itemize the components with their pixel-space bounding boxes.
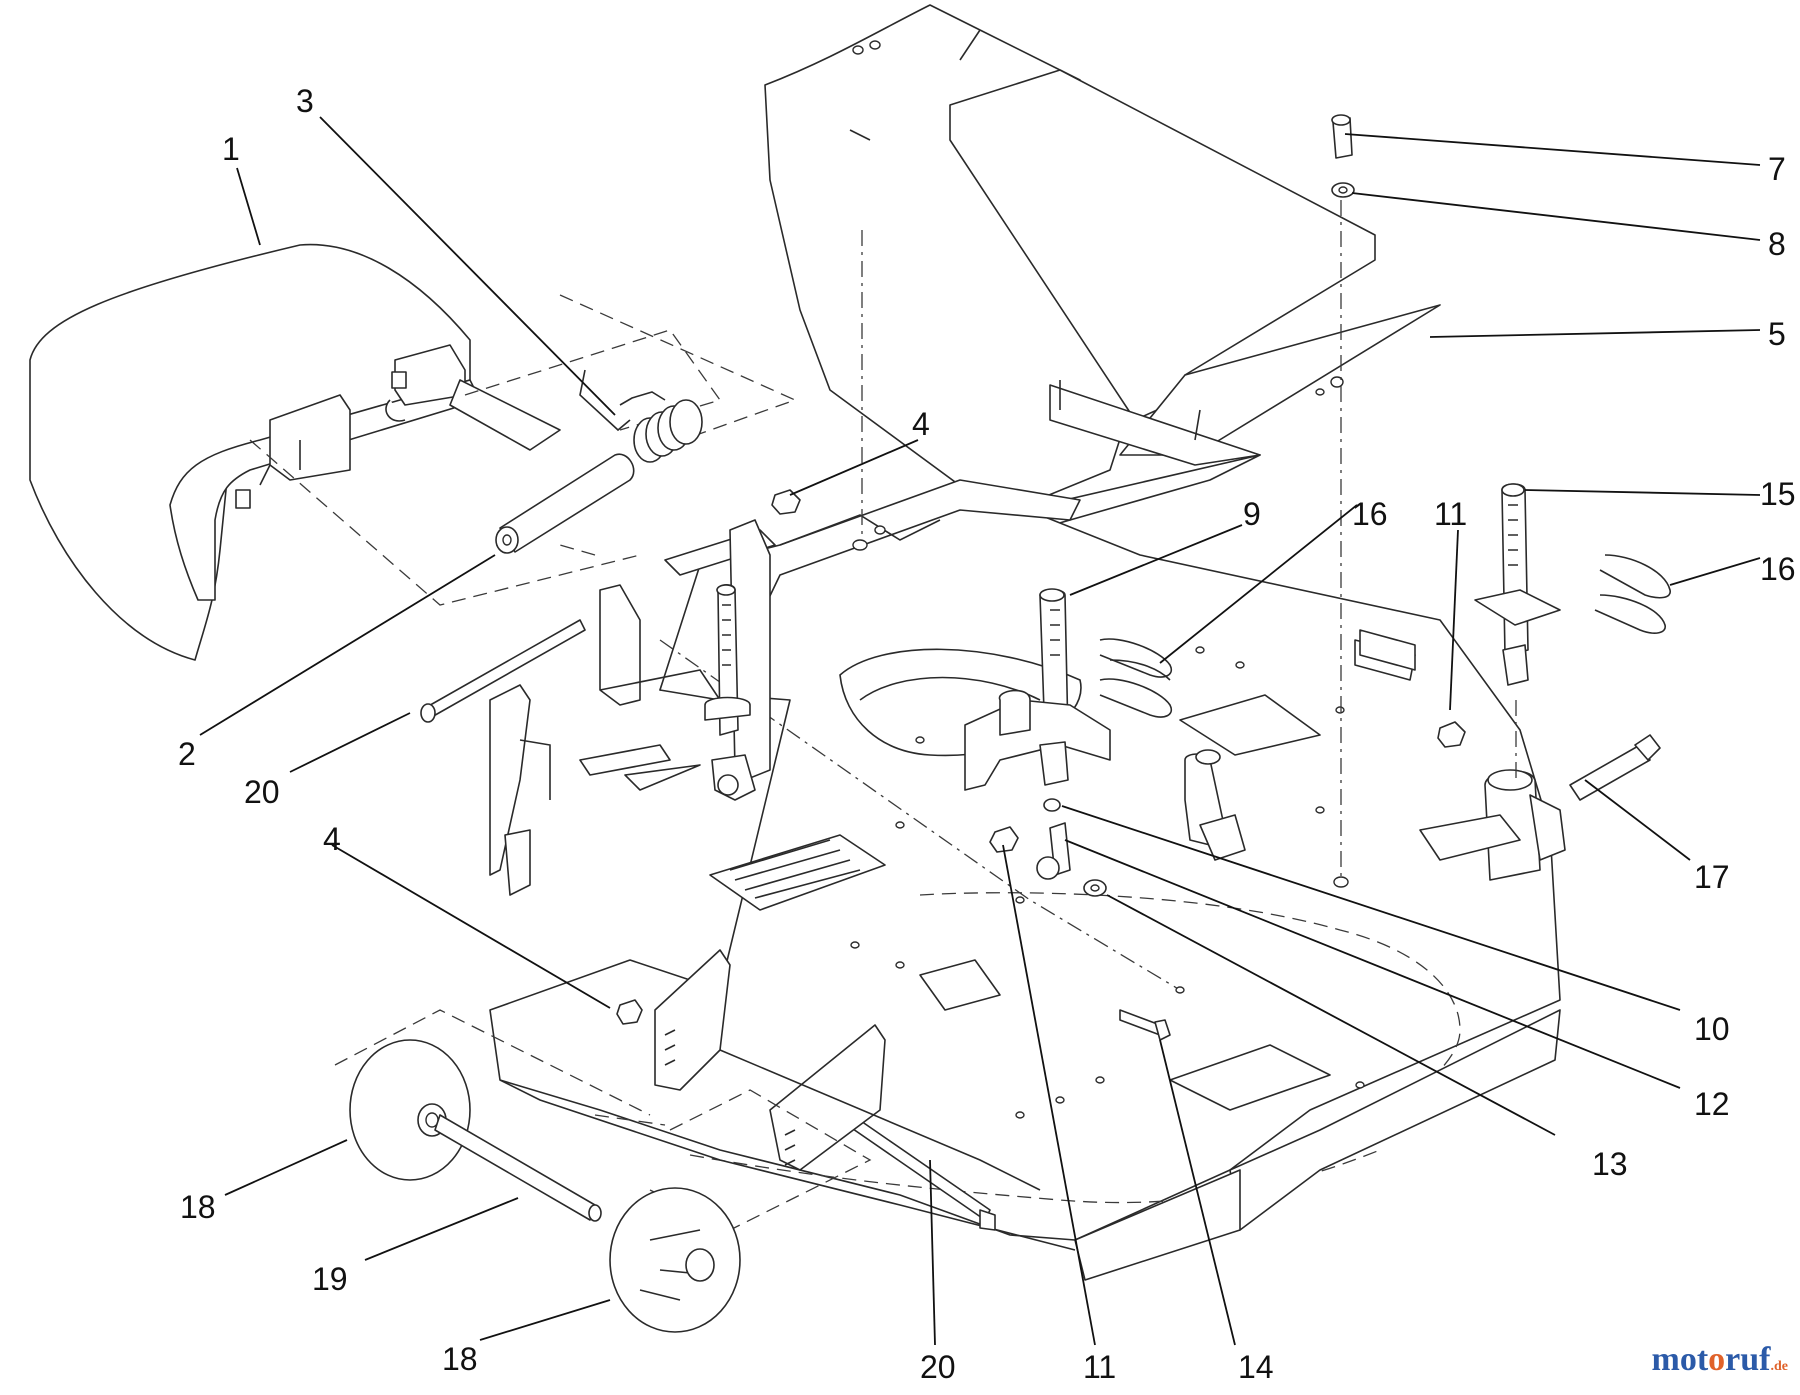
height-post-right xyxy=(1474,483,1561,686)
axle-end xyxy=(588,1204,602,1222)
callout-11: 11 xyxy=(1083,1349,1116,1385)
callout-2: 2 xyxy=(178,736,196,772)
callout-3: 3 xyxy=(296,83,314,119)
mount-hole-right xyxy=(1333,876,1349,888)
deck-holes xyxy=(850,525,1365,1119)
callout-16: 16 xyxy=(1760,551,1796,587)
spacer-tube xyxy=(495,453,635,554)
callout-10: 10 xyxy=(1694,1011,1730,1047)
bolt-14 xyxy=(1119,1009,1171,1041)
right-u-bracket xyxy=(1184,749,1246,861)
callout-20: 20 xyxy=(244,774,280,810)
callout-9: 9 xyxy=(1243,496,1261,532)
callout-1: 1 xyxy=(222,131,240,167)
callout-4: 4 xyxy=(323,821,341,857)
callout-7: 7 xyxy=(1768,151,1786,187)
callout-labels: 1 3 2 20 4 4 7 8 5 9 16 11 15 16 17 10 1… xyxy=(178,83,1796,1385)
callout-19: 19 xyxy=(312,1261,348,1297)
hair-pin-clips xyxy=(1099,554,1671,718)
bolt-17 xyxy=(1569,734,1661,801)
callout-18: 18 xyxy=(442,1341,478,1377)
callout-5: 5 xyxy=(1768,316,1786,352)
callout-11: 11 xyxy=(1434,496,1467,532)
caster-wheel-right xyxy=(609,1187,741,1333)
small-tag xyxy=(1359,629,1416,671)
height-post-left xyxy=(704,583,756,801)
leader-lines xyxy=(199,116,1761,1346)
hex-nuts xyxy=(616,489,1466,1025)
top-shield xyxy=(764,4,1441,541)
callout-12: 12 xyxy=(1694,1086,1730,1122)
wheel-axle xyxy=(434,1114,596,1221)
callout-13: 13 xyxy=(1592,1146,1628,1182)
callout-8: 8 xyxy=(1768,226,1786,262)
discharge-deflector xyxy=(29,243,561,661)
callout-16: 16 xyxy=(1352,496,1388,532)
callout-18: 18 xyxy=(180,1189,216,1225)
axle-bolts xyxy=(420,619,996,1231)
callout-14: 14 xyxy=(1238,1349,1274,1385)
torsion-spring xyxy=(579,369,703,463)
callout-17: 17 xyxy=(1694,859,1730,895)
callout-4: 4 xyxy=(912,406,930,442)
watermark-logo: motoruf.de xyxy=(1651,1341,1788,1378)
callout-20: 20 xyxy=(920,1349,956,1385)
mower-deck xyxy=(489,479,1561,1281)
height-post-center xyxy=(964,588,1111,791)
bolt-and-washer xyxy=(1331,114,1355,198)
deck-decals xyxy=(579,529,1416,1111)
clevis-and-washers xyxy=(1036,798,1107,897)
callout-15: 15 xyxy=(1760,476,1796,512)
wheel-dash-box-left xyxy=(334,1009,651,1116)
caster-wheel-left xyxy=(349,1039,471,1181)
right-pivot-bracket xyxy=(1419,769,1566,881)
caster-brackets xyxy=(654,949,1041,1191)
